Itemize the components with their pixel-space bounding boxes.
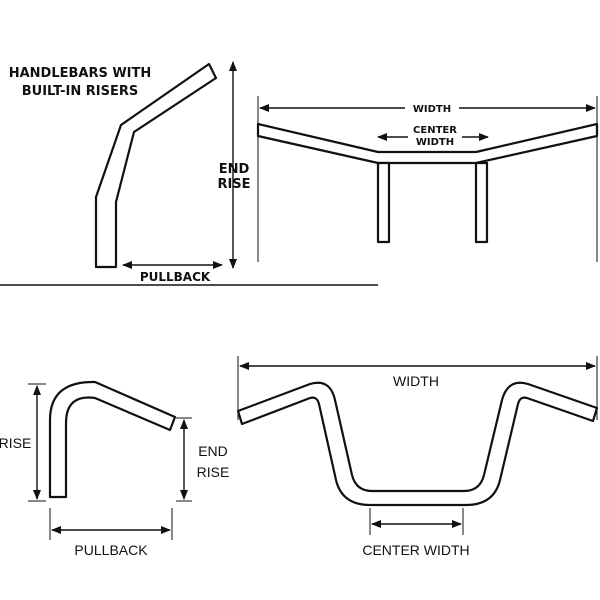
end-rise-label-bottom-line-1: END bbox=[198, 443, 228, 459]
pullback-label: PULLBACK bbox=[140, 270, 211, 284]
title-line-2: BUILT-IN RISERS bbox=[22, 84, 139, 99]
width-label-bg bbox=[405, 100, 459, 116]
center-width-label-line-2: WIDTH bbox=[416, 137, 454, 148]
right-riser bbox=[474, 161, 489, 244]
end-rise-label-bottom-line-2: RISE bbox=[197, 464, 230, 480]
riser-bar-front-view: WIDTH CENTER WIDTH bbox=[256, 96, 599, 262]
end-rise-label-line-1: END bbox=[219, 162, 250, 177]
pullback-label-bottom: PULLBACK bbox=[74, 542, 148, 558]
bottom-section: RISE END RISE PULLBACK WIDTH CENTER WIDT… bbox=[0, 356, 599, 558]
center-width-label-bottom: CENTER WIDTH bbox=[362, 542, 469, 558]
end-rise-label-line-2: RISE bbox=[217, 177, 250, 192]
title-line-1: HANDLEBARS WITH bbox=[9, 66, 152, 81]
hook-bar-side-view bbox=[48, 380, 177, 499]
width-label-bottom: WIDTH bbox=[393, 373, 439, 389]
drop-center-bar bbox=[236, 381, 599, 507]
top-section: HANDLEBARS WITH BUILT-IN RISERS END RISE… bbox=[0, 61, 599, 286]
width-label: WIDTH bbox=[413, 104, 451, 115]
riser-bar-side-view bbox=[94, 62, 218, 269]
drop-bar-front-view: WIDTH CENTER WIDTH bbox=[236, 356, 599, 558]
center-width-label-line-1: CENTER bbox=[413, 125, 457, 136]
crossbar bbox=[256, 122, 599, 165]
rise-label-bg bbox=[0, 434, 32, 452]
left-riser bbox=[376, 161, 391, 244]
center-width-label-bg bbox=[408, 124, 462, 148]
rise-label: RISE bbox=[0, 435, 31, 451]
